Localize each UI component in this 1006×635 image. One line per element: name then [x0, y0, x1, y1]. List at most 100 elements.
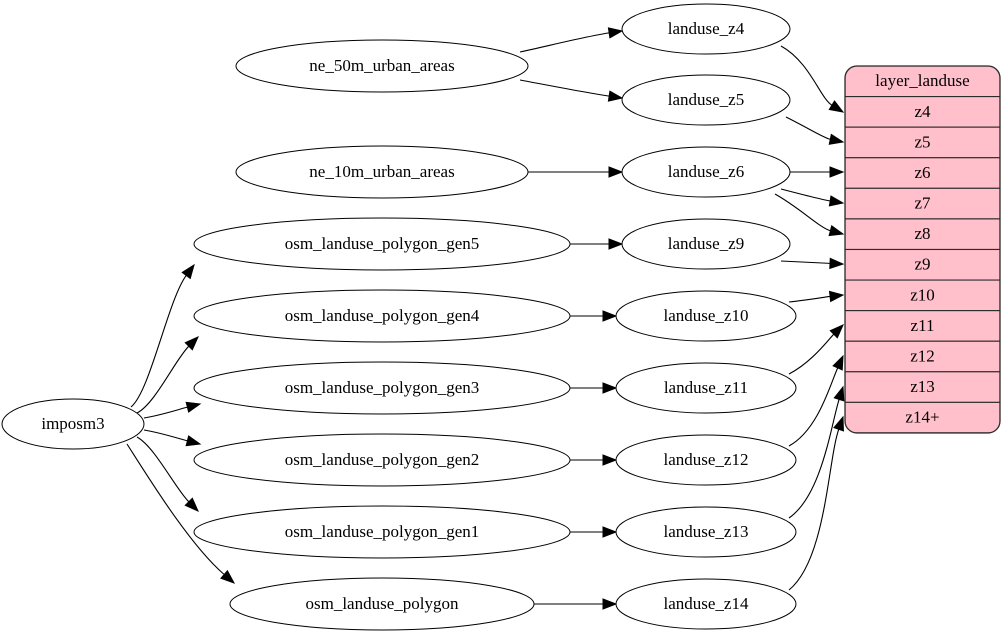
table-header[interactable]: layer_landuse	[845, 66, 1000, 98]
cell-background[interactable]	[845, 218, 1000, 251]
edges-layer	[126, 27, 845, 610]
edge-imposm3-to-osm_landuse_polygon_gen5	[130, 263, 195, 408]
cell-background[interactable]	[845, 248, 1000, 281]
table-node-osm_landuse_polygon_gen3[interactable]: osm_landuse_polygon_gen3	[193, 361, 571, 415]
node-shape[interactable]	[229, 577, 535, 631]
cell-label: z9	[914, 255, 930, 274]
node-shape[interactable]	[193, 361, 571, 415]
layer-node-landuse_z4[interactable]: landuse_z4	[621, 3, 791, 55]
source-node-imposm3[interactable]: imposm3	[1, 398, 145, 450]
cell-background[interactable]	[845, 126, 1000, 159]
table-node-osm_landuse_polygon_gen2[interactable]: osm_landuse_polygon_gen2	[193, 433, 571, 487]
table-row-z6[interactable]: z6	[845, 157, 1000, 189]
table-row-z4[interactable]: z4	[845, 96, 1000, 128]
edge-line	[788, 399, 840, 519]
edge-line	[130, 275, 187, 408]
arrow-head	[829, 166, 845, 178]
table-row-z5[interactable]: z5	[845, 126, 1000, 159]
node-shape[interactable]	[615, 578, 797, 630]
arrow-head	[184, 336, 199, 351]
table-row-z10[interactable]: z10	[845, 279, 1000, 312]
node-shape[interactable]	[621, 146, 791, 198]
edge-line	[780, 260, 831, 264]
node-label: landuse_z9	[668, 234, 744, 253]
node-label: osm_landuse_polygon	[306, 594, 459, 613]
cell-background[interactable]	[845, 279, 1000, 312]
nodes-layer: imposm3 ne_50m_urban_areas ne_10m_urban_ar…	[1, 3, 797, 631]
node-shape[interactable]	[615, 362, 797, 414]
layer-node-landuse_z14[interactable]: landuse_z14	[615, 578, 797, 630]
layer-node-landuse_z11[interactable]: landuse_z11	[615, 362, 797, 414]
cell-background[interactable]	[845, 310, 1000, 342]
edge-landuse_z6-to-row_z7	[780, 188, 845, 207]
cell-label: z7	[914, 194, 931, 213]
node-shape[interactable]	[193, 505, 571, 559]
cell-background[interactable]	[845, 157, 1000, 189]
table-node-osm_landuse_polygon_gen4[interactable]: osm_landuse_polygon_gen4	[193, 289, 571, 343]
edge-ne_50m_urban_areas-to-landuse_z5	[519, 79, 624, 102]
edge-line	[519, 32, 610, 53]
edge-line	[136, 345, 190, 414]
edge-osm_landuse_polygon_gen3-to-landuse_z11	[569, 382, 618, 394]
edge-imposm3-to-osm_landuse_polygon	[126, 443, 236, 584]
node-shape[interactable]	[193, 289, 571, 343]
arrow-head	[220, 569, 236, 584]
arrow-head	[832, 354, 844, 371]
table-row-z9[interactable]: z9	[845, 248, 1000, 281]
cell-label: z6	[914, 163, 930, 182]
table-row-z14+[interactable]: z14+	[845, 401, 1000, 433]
node-label: ne_10m_urban_areas	[309, 162, 454, 181]
layer-node-landuse_z10[interactable]: landuse_z10	[615, 290, 797, 342]
layer-node-landuse_z6[interactable]: landuse_z6	[621, 146, 791, 198]
table-row-z11[interactable]: z11	[845, 310, 1000, 342]
node-shape[interactable]	[621, 3, 791, 55]
layer-node-landuse_z13[interactable]: landuse_z13	[615, 506, 797, 558]
node-shape[interactable]	[621, 74, 791, 126]
arrow-head	[184, 497, 199, 512]
edge-landuse_z6-to-row_z6	[789, 166, 845, 178]
edge-landuse_z14-to-row_z14	[788, 415, 844, 591]
layer-node-landuse_z12[interactable]: landuse_z12	[615, 434, 797, 486]
arrow-head	[602, 310, 618, 322]
node-shape[interactable]	[621, 218, 791, 270]
table-row-z13[interactable]: z13	[845, 371, 1000, 403]
table-node-ne_10m_urban_areas[interactable]: ne_10m_urban_areas	[235, 145, 529, 199]
node-shape[interactable]	[235, 39, 529, 93]
table-node-osm_landuse_polygon[interactable]: osm_landuse_polygon	[229, 577, 535, 631]
table-outline	[844, 65, 1001, 434]
edge-osm_landuse_polygon_gen5-to-landuse_z9	[570, 238, 624, 250]
edge-line	[780, 188, 831, 202]
arrow-head	[181, 263, 195, 280]
edge-ne_50m_urban_areas-to-landuse_z4	[519, 27, 624, 53]
cell-label: layer_landuse	[875, 71, 969, 90]
node-shape[interactable]	[615, 434, 797, 486]
node-shape[interactable]	[615, 290, 797, 342]
layer-node-landuse_z9[interactable]: landuse_z9	[621, 218, 791, 270]
node-label: landuse_z11	[664, 378, 748, 397]
table-row-z12[interactable]: z12	[845, 340, 1000, 373]
arrow-head	[185, 401, 202, 413]
node-shape[interactable]	[235, 145, 529, 199]
layer-node-landuse_z5[interactable]: landuse_z5	[621, 74, 791, 126]
edge-osm_landuse_polygon_gen2-to-landuse_z12	[569, 454, 618, 466]
node-shape[interactable]	[615, 506, 797, 558]
node-shape[interactable]	[193, 433, 571, 487]
table-node-osm_landuse_polygon_gen5[interactable]: osm_landuse_polygon_gen5	[193, 217, 571, 271]
node-shape[interactable]	[1, 398, 145, 450]
cell-label: z11	[911, 316, 935, 335]
arrow-head	[828, 225, 845, 237]
cell-background[interactable]	[845, 401, 1000, 433]
cell-background[interactable]	[845, 187, 1000, 220]
table-node-ne_50m_urban_areas[interactable]: ne_50m_urban_areas	[235, 39, 529, 93]
cell-background[interactable]	[845, 340, 1000, 373]
table-node-osm_landuse_polygon_gen1[interactable]: osm_landuse_polygon_gen1	[193, 505, 571, 559]
arrow-head	[829, 324, 844, 339]
table-row-z7[interactable]: z7	[845, 187, 1000, 220]
table-row-z8[interactable]: z8	[845, 218, 1000, 251]
node-label: landuse_z4	[668, 19, 745, 38]
node-shape[interactable]	[193, 217, 571, 271]
node-label: landuse_z12	[664, 450, 749, 469]
edge-landuse_z11-to-row_z11	[788, 324, 844, 375]
cell-label: z4	[914, 102, 931, 121]
